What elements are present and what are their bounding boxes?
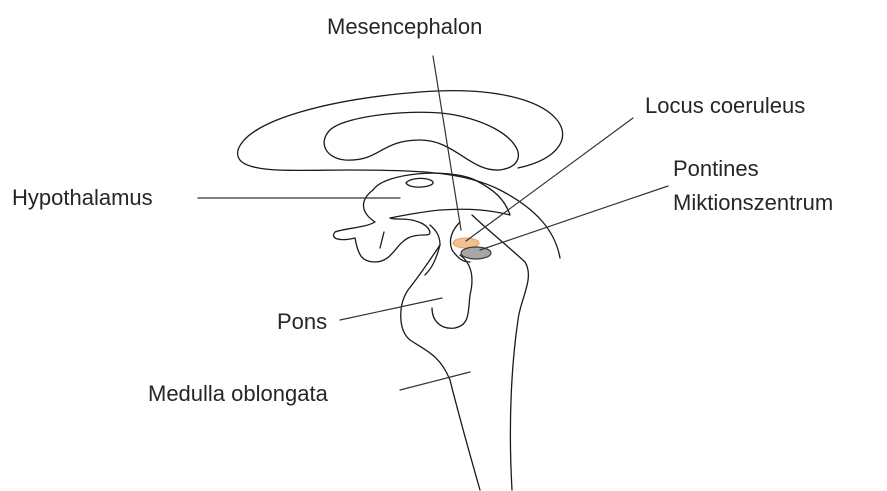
thalamus-outline [373,173,510,218]
pons-label: Pons [277,309,327,335]
pons-leader-line [340,298,442,320]
pons-inner-outline [432,255,472,328]
aqueduct-outline [425,225,440,275]
interthalamic-adhesion-outline [406,178,433,187]
mesencephalon-label: Mesencephalon [327,14,482,40]
pituitary-mark [380,232,384,248]
micturition-center-nucleus [461,247,491,259]
medulla-leader-line [400,372,470,390]
locus-coeruleus-leader-line [466,118,633,241]
medulla-oblongata-label: Medulla oblongata [148,381,328,407]
brainstem-anterior-outline [401,245,480,490]
pontines-label-line2: Miktionszentrum [673,190,833,216]
hypothalamus-label: Hypothalamus [12,185,153,211]
pontines-leader-line [480,186,668,250]
corpus-callosum-outline [324,112,518,170]
hypothalamus-pituitary-outline [334,190,430,262]
cerebrum-outline [238,91,563,258]
pontines-label-line1: Pontines [673,156,759,182]
locus-coeruleus-label: Locus coeruleus [645,93,805,119]
